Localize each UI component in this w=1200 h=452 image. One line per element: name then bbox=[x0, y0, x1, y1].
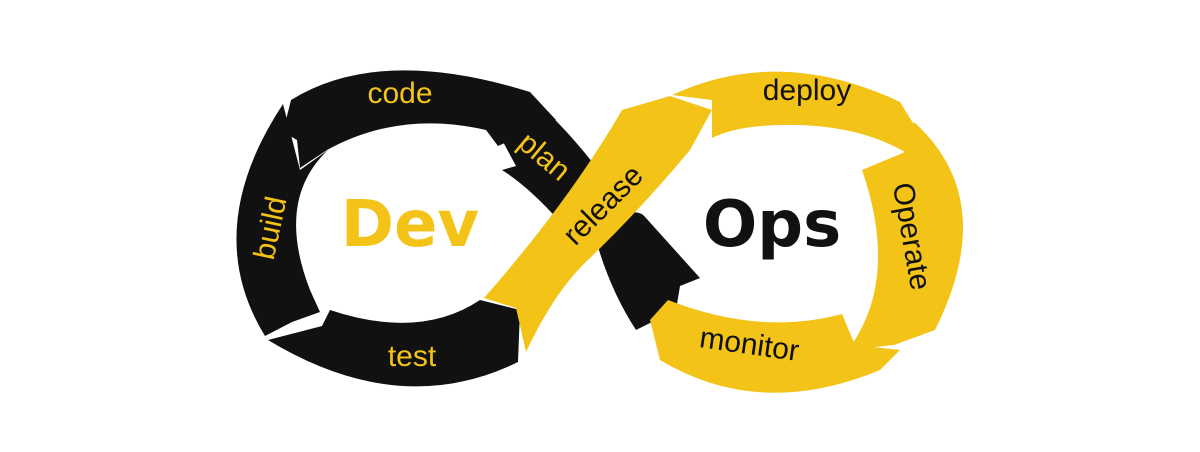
deploy-segment bbox=[672, 71, 916, 152]
code-segment bbox=[283, 70, 556, 168]
test-label: test bbox=[388, 340, 437, 373]
test-segment bbox=[268, 300, 520, 387]
deploy-label: deploy bbox=[763, 74, 851, 107]
release-segment bbox=[484, 96, 712, 352]
monitor-segment bbox=[650, 300, 900, 393]
dev-title: Dev bbox=[341, 188, 479, 262]
build-segment bbox=[236, 104, 328, 336]
dev-crossing-band bbox=[596, 212, 700, 330]
ops-loop bbox=[484, 71, 963, 393]
code-label: code bbox=[367, 77, 432, 110]
dev-loop bbox=[236, 70, 700, 387]
ops-title: Ops bbox=[703, 188, 841, 262]
operate-segment bbox=[848, 122, 963, 350]
